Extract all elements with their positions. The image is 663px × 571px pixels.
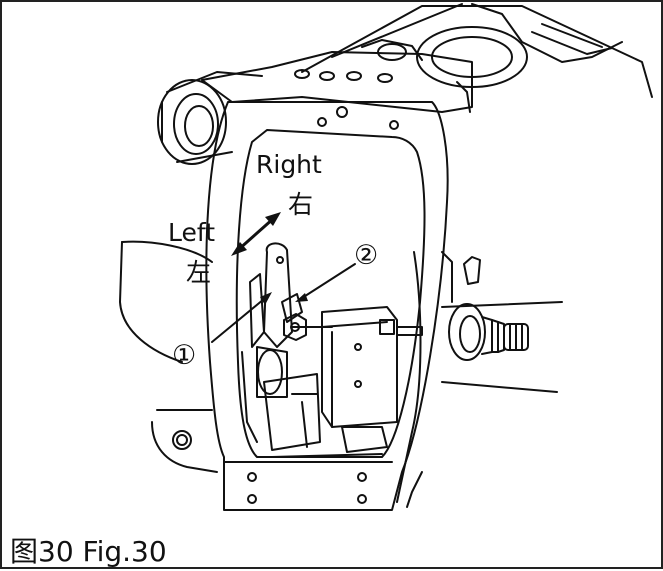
- callout-1-label: ①: [172, 340, 197, 371]
- top-plate: [201, 51, 473, 113]
- solenoid-block: [321, 306, 423, 428]
- left-lower-mount: [119, 240, 218, 473]
- upper-arm-casting: [301, 3, 653, 98]
- lower-base: [263, 373, 388, 458]
- callout-2-arrowhead: [295, 293, 308, 302]
- right-label-en: Right: [256, 150, 322, 179]
- left-label-cn: 左: [186, 258, 212, 287]
- tension-spring-assembly: [441, 301, 563, 393]
- callout-2-label: ②: [354, 240, 379, 271]
- figure-caption: 图30 Fig.30: [10, 535, 167, 568]
- left-right-double-arrow: [231, 212, 281, 256]
- left-label-en: Left: [168, 218, 216, 247]
- hex-nut: [283, 313, 307, 341]
- left-cylinder-boss: [157, 71, 263, 165]
- main-frame: [205, 101, 449, 511]
- right-bracket: [396, 251, 481, 508]
- right-label-cn: 右: [288, 190, 314, 219]
- callout-1-arrowhead: [260, 292, 272, 305]
- callout-leaders: [211, 263, 356, 343]
